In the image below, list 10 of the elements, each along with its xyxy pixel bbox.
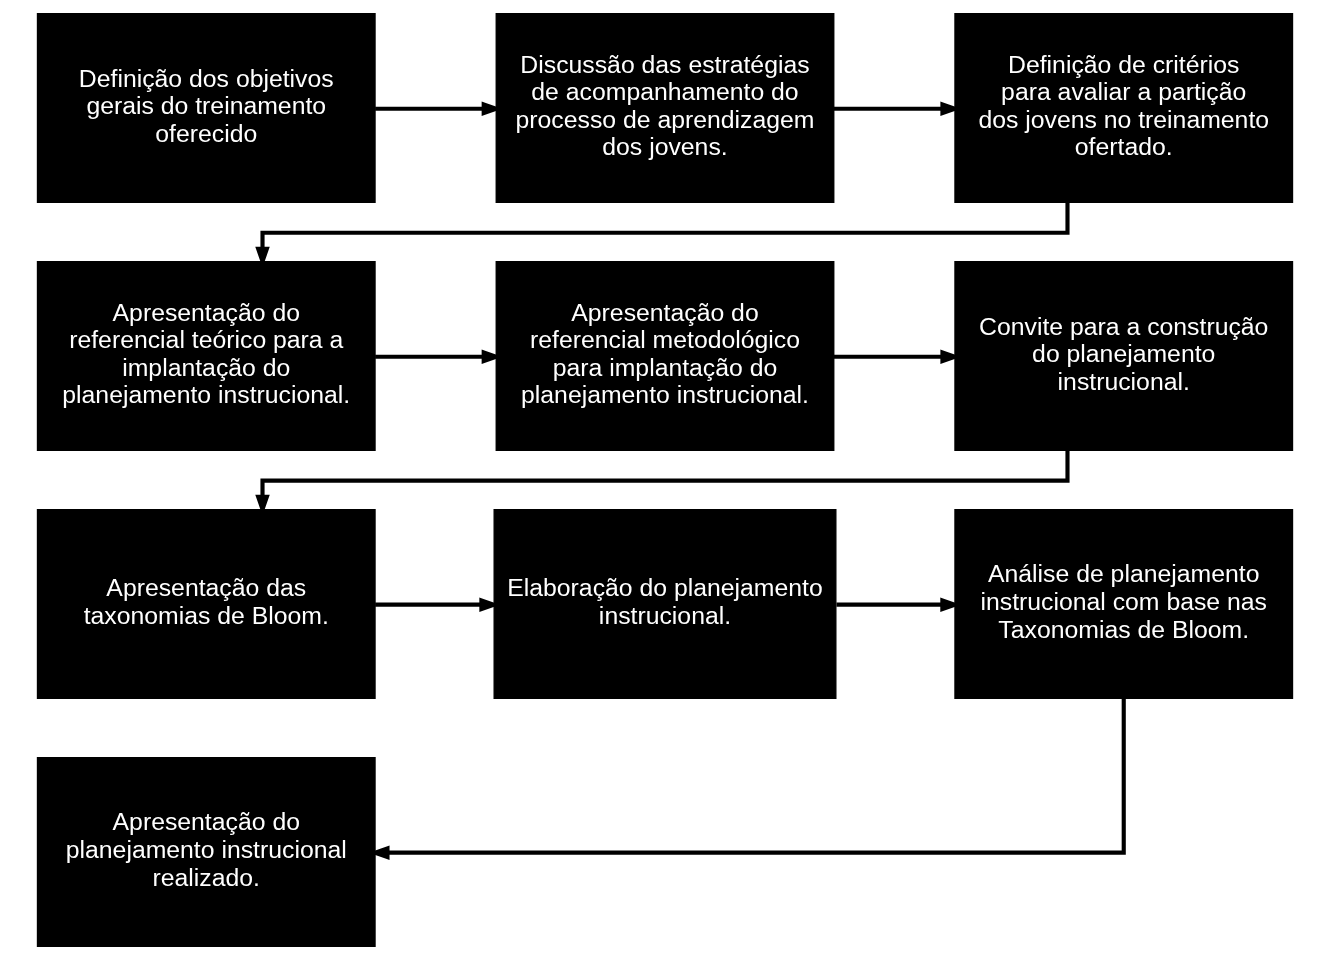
node-box: Definição dos objetivos gerais do treinamento oferecido bbox=[36, 13, 376, 204]
node-box: Apresentação das taxonomias de Bloom. bbox=[36, 508, 376, 700]
node-box: Definição de critérios para avaliar a partição dos jovens no treinamento ofertado. bbox=[954, 13, 1294, 204]
node-box: Apresentação do referencial metodológico para implantação do planejamento instrucional. bbox=[495, 260, 835, 452]
node-box: Convite para a construção do planejamento instrucional. bbox=[954, 260, 1294, 452]
node-box: Análise de planejamento instrucional com base nas Taxonomias de Bloom. bbox=[954, 508, 1294, 700]
node-box: Apresentação do planejamento instrucional realizado. bbox=[36, 756, 376, 947]
node-box: Discussão das estratégias de acompanhamento do processo de aprendizagem dos jovens. bbox=[495, 13, 835, 204]
node-box: Elaboração do planejamento instrucional. bbox=[493, 508, 837, 700]
node-box: Apresentação do referencial teórico para a implantação do planejamento instrucional. bbox=[36, 260, 376, 452]
